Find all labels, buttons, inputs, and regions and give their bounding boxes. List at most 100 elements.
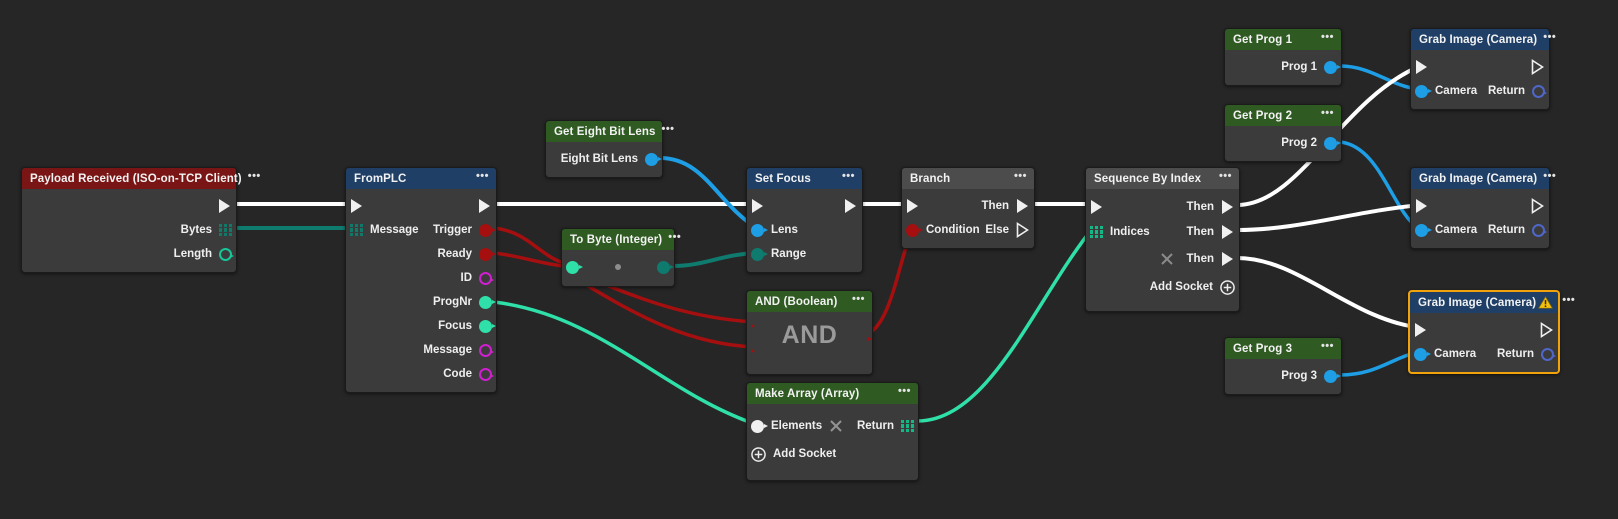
exec-out-then-arrow-icon[interactable] [1016,198,1030,214]
node-menu-icon[interactable]: ••• [661,127,674,137]
remove-socket-icon[interactable] [829,419,843,433]
node-get-prog-2[interactable]: Get Prog 2 ••• Prog 2 [1224,104,1342,162]
node-title: Payload Received (ISO-on-TCP Client) [30,173,242,185]
array-socket-icon[interactable] [901,420,914,433]
node-and-boolean[interactable]: AND (Boolean) ••• AND [746,290,873,375]
node-header[interactable]: Get Prog 1 ••• [1225,29,1341,50]
bool-socket-icon[interactable] [479,248,492,261]
camera-socket-icon[interactable] [1324,61,1337,74]
node-menu-icon[interactable]: ••• [1543,35,1556,45]
row-add-socket[interactable]: Add Socket [1086,273,1239,301]
exec-out-arrow-icon[interactable] [844,198,858,214]
exec-out-arrow-icon[interactable] [1540,322,1554,338]
node-header[interactable]: Grab Image (Camera) ••• [1411,29,1549,50]
string-socket-icon[interactable] [479,272,492,285]
node-menu-icon[interactable]: ••• [1562,298,1575,308]
node-header[interactable]: Set Focus ••• [747,168,862,189]
number-socket-icon[interactable] [479,320,492,333]
byte-socket-icon[interactable] [751,248,764,261]
node-menu-icon[interactable]: ••• [1543,174,1556,184]
string-socket-icon[interactable] [479,368,492,381]
node-get-eight-bit-lens[interactable]: Get Eight Bit Lens ••• Eight Bit Lens [545,120,663,178]
node-header[interactable]: To Byte (Integer) ••• [562,229,674,250]
node-menu-icon[interactable]: ••• [842,174,855,184]
camera-socket-icon[interactable] [645,153,658,166]
exec-out-then-3-arrow-icon[interactable] [1221,251,1235,267]
any-socket-icon[interactable] [751,420,764,433]
node-set-focus[interactable]: Set Focus ••• Lens [746,167,863,273]
number-socket-icon[interactable] [479,296,492,309]
node-header[interactable]: Grab Image (Camera) ••• [1411,168,1549,189]
bool-socket-icon[interactable] [479,224,492,237]
add-socket-plus-icon[interactable] [751,447,766,462]
add-socket-plus-icon[interactable] [1220,280,1235,295]
node-grab-image-1[interactable]: Grab Image (Camera) ••• Camera [1410,28,1550,110]
array-socket-icon[interactable] [219,224,232,237]
node-make-array[interactable]: Make Array (Array) ••• Elements Return [746,382,919,481]
node-header[interactable]: Get Prog 3 ••• [1225,338,1341,359]
exec-out-arrow-icon[interactable] [1531,198,1545,214]
node-get-prog-1[interactable]: Get Prog 1 ••• Prog 1 [1224,28,1342,86]
row-add-socket[interactable]: Add Socket [747,440,918,468]
node-header[interactable]: AND (Boolean) ••• [747,291,872,312]
camera-socket-icon[interactable] [1324,370,1337,383]
node-menu-icon[interactable]: ••• [1321,344,1334,354]
node-menu-icon[interactable]: ••• [668,235,681,245]
node-grab-image-3[interactable]: Grab Image (Camera) ••• Camera [1408,290,1560,374]
node-menu-icon[interactable]: ••• [1321,35,1334,45]
node-from-plc[interactable]: FromPLC ••• Message Tr [345,167,497,393]
exec-out-then-1-arrow-icon[interactable] [1221,199,1235,215]
node-menu-icon[interactable]: ••• [1219,174,1232,184]
node-menu-icon[interactable]: ••• [898,389,911,399]
number-socket-icon[interactable] [219,248,232,261]
node-header[interactable]: Sequence By Index ••• [1086,168,1239,189]
node-header[interactable]: Get Eight Bit Lens ••• [546,121,662,142]
camera-socket-icon[interactable] [1324,137,1337,150]
exec-in-arrow-icon[interactable] [1415,59,1429,75]
exec-in-arrow-icon[interactable] [906,198,920,214]
byte-output-socket-icon[interactable] [657,261,670,274]
node-header[interactable]: Make Array (Array) ••• [747,383,918,404]
remove-socket-icon[interactable] [1160,252,1174,266]
node-header[interactable]: Payload Received (ISO-on-TCP Client) ••• [22,168,236,189]
camera-socket-icon[interactable] [1415,224,1428,237]
node-header[interactable]: FromPLC ••• [346,168,496,189]
exec-out-then-2-arrow-icon[interactable] [1221,224,1235,240]
node-branch[interactable]: Branch ••• Then Condition [901,167,1035,249]
exec-in-arrow-icon[interactable] [751,198,765,214]
node-header[interactable]: Branch ••• [902,168,1034,189]
node-menu-icon[interactable]: ••• [476,174,489,184]
warning-triangle-icon[interactable] [1538,296,1553,309]
exec-out-arrow-icon[interactable] [1531,59,1545,75]
node-header[interactable]: Grab Image (Camera) ••• [1410,292,1558,313]
node-get-prog-3[interactable]: Get Prog 3 ••• Prog 3 [1224,337,1342,395]
exec-out-else-arrow-icon[interactable] [1016,222,1030,238]
image-socket-icon[interactable] [1541,348,1554,361]
exec-in-arrow-icon[interactable] [350,198,364,214]
exec-in-arrow-icon[interactable] [1414,322,1428,338]
camera-socket-icon[interactable] [751,224,764,237]
node-menu-icon[interactable]: ••• [1014,174,1027,184]
node-sequence-by-index[interactable]: Sequence By Index ••• Then Indices [1085,167,1240,312]
node-payload-received[interactable]: Payload Received (ISO-on-TCP Client) •••… [21,167,237,273]
node-grab-image-2[interactable]: Grab Image (Camera) ••• Camera [1410,167,1550,249]
node-menu-icon[interactable]: ••• [852,297,865,307]
bool-socket-icon[interactable] [906,224,919,237]
number-input-socket-icon[interactable] [566,261,579,274]
array-socket-icon[interactable] [1090,226,1103,239]
node-header[interactable]: Get Prog 2 ••• [1225,105,1341,126]
exec-out-arrow-icon[interactable] [478,198,492,214]
node-menu-icon[interactable]: ••• [248,174,261,184]
image-socket-icon[interactable] [1532,224,1545,237]
exec-in-arrow-icon[interactable] [1415,198,1429,214]
camera-socket-icon[interactable] [1414,348,1427,361]
camera-socket-icon[interactable] [1415,85,1428,98]
image-socket-icon[interactable] [1532,85,1545,98]
exec-in-arrow-icon[interactable] [1090,199,1104,215]
node-menu-icon[interactable]: ••• [1321,111,1334,121]
node-to-byte-integer[interactable]: To Byte (Integer) ••• [561,228,675,287]
exec-out-arrow-icon[interactable] [218,198,232,214]
string-socket-icon[interactable] [479,344,492,357]
array-socket-icon[interactable] [350,224,363,237]
